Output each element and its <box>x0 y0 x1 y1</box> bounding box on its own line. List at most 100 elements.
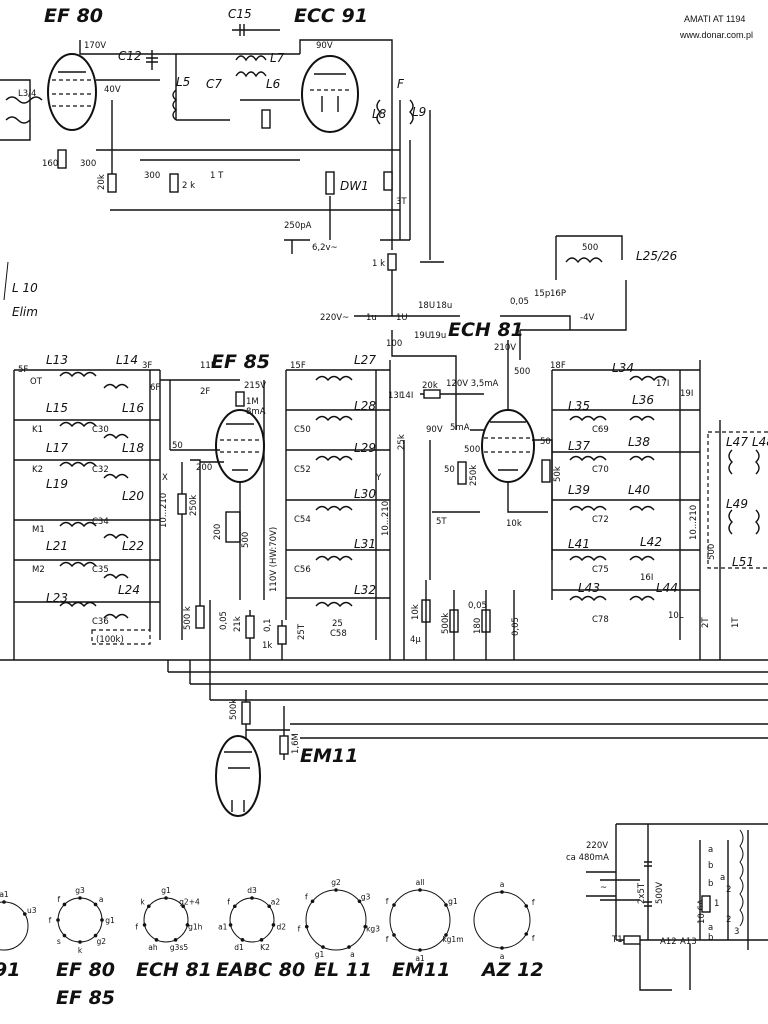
right-coils-secondary <box>629 375 667 602</box>
label-c70: C70 <box>592 465 609 475</box>
label-c500-osc: 500 <box>582 243 598 253</box>
ef80-grids <box>52 79 92 107</box>
base-pin <box>418 888 422 892</box>
base-pin <box>100 918 104 922</box>
base-pin <box>250 896 254 900</box>
label-r1k-top: 1 k <box>372 259 385 269</box>
label-c18u2: 18u <box>436 301 452 311</box>
base-pin-label: g2 <box>331 878 341 887</box>
ech81-electrodes <box>490 421 526 471</box>
base-label-ef85: EF 85 <box>56 987 115 1009</box>
right-coils-primary <box>569 415 607 602</box>
handwritten-elim: Elim <box>12 305 38 319</box>
label-l36: L36 <box>632 393 654 407</box>
label-r16m: 1,6M <box>291 733 301 754</box>
oscillator-coil-group: 500 0,05 15p 16P -4V <box>500 235 627 360</box>
base-pin <box>228 923 233 927</box>
mains-transformer-coil <box>739 829 744 927</box>
base-pin-label: f <box>298 924 301 933</box>
label-c35: C35 <box>92 565 109 575</box>
label-c58: C58 <box>330 629 347 639</box>
label-l14: L14 <box>116 353 138 367</box>
base-pin-label: g1 <box>448 897 458 906</box>
label-c30: C30 <box>92 425 109 435</box>
label-l22: L22 <box>122 539 144 553</box>
tap-label-8: 3 <box>734 927 739 937</box>
l9-wiring <box>399 100 431 260</box>
label-k2: K2 <box>32 465 43 475</box>
label-c005-a: 0,05 <box>219 611 229 630</box>
label-l51: L51 <box>732 555 754 569</box>
base-pin <box>185 923 190 927</box>
base-pin <box>78 940 82 944</box>
label-r2k: 2 k <box>182 181 195 191</box>
label-c500-b: 500 <box>241 532 251 548</box>
label-l29: L29 <box>354 441 376 455</box>
label-c18f: 18F <box>550 361 566 371</box>
label-c50-b: 50 <box>540 437 551 447</box>
label-r500k-c: 500k <box>229 699 239 720</box>
base-pin-label: k <box>78 946 83 955</box>
label-r25k: 25k <box>397 434 407 450</box>
base-pin-label: g3s5 <box>170 943 188 952</box>
base-pin <box>271 923 276 927</box>
label-r21k: 21k <box>233 616 243 632</box>
label-k1: K1 <box>32 425 43 435</box>
label-c50-c: 50 <box>444 465 455 475</box>
base-pin-label: f <box>386 897 389 906</box>
left-to-ef85-wiring <box>160 379 240 640</box>
left-row-wiring <box>36 369 160 603</box>
label-c16: 16I <box>640 573 653 583</box>
base-pin-label: a1 <box>0 890 9 899</box>
base-pin-label: k <box>140 897 145 906</box>
label-c2t: 2T <box>701 617 711 628</box>
label-l43: L43 <box>578 581 600 595</box>
label-r1k-b: 1k <box>262 641 272 651</box>
ech81-tube-envelope <box>481 409 535 483</box>
handwritten-l25-26: L25/26 <box>636 249 678 263</box>
tap-label-9: b <box>708 933 713 943</box>
tap-label-5: 1 <box>714 899 719 909</box>
base-pin-label: ah <box>148 943 158 952</box>
ech81-grids <box>484 437 532 453</box>
base-pin <box>347 945 351 949</box>
label-c78: C78 <box>592 615 609 625</box>
base-pin <box>392 903 396 907</box>
resistor-1k-top <box>387 253 397 271</box>
if-coils <box>728 449 760 535</box>
label-l24: L24 <box>118 583 140 597</box>
base-pin-label: f <box>386 935 389 944</box>
label-l8: L8 <box>372 107 387 121</box>
resistor-16m <box>279 735 289 755</box>
label-v215: 215V <box>244 381 266 391</box>
label-r20k-d: 20k <box>422 381 438 391</box>
label-c75: C75 <box>592 565 609 575</box>
base-pin-label: a1 <box>218 923 228 932</box>
if-transformer: L47 L48 L49 L51 <box>707 431 768 569</box>
top-rf-section: L3/4 170V 40V 160 300 C12 L5 C7 L6 C15 L… <box>0 7 444 316</box>
base-pin <box>142 923 147 927</box>
tap-label-0: a <box>708 845 713 855</box>
label-c7: C7 <box>206 77 222 91</box>
left-coils-primary <box>59 371 97 608</box>
l7-coil <box>235 55 267 62</box>
label-c52: C52 <box>294 465 311 475</box>
label-c250: 250pA <box>284 221 312 231</box>
label-c300: 300 <box>144 171 160 181</box>
base-pin <box>62 933 67 938</box>
label-c50-a: 50 <box>172 441 183 451</box>
ecc91-tube-envelope <box>301 55 359 133</box>
label-c25: 25 <box>332 619 343 629</box>
resistor-500k-a <box>195 605 205 629</box>
tube-title-ech81: ECH 81 <box>448 319 524 341</box>
label-c200-a: 200 <box>196 463 212 473</box>
base-pin-label: a <box>500 880 505 889</box>
base-pin <box>418 948 422 952</box>
base-pin <box>56 918 60 922</box>
label-ma1: 1M <box>246 397 259 407</box>
label-l31: L31 <box>354 537 376 551</box>
label-c32: C32 <box>92 465 109 475</box>
tube-title-ef85: EF 85 <box>211 351 270 373</box>
label-c19u: 19U <box>414 331 431 341</box>
label-c34: C34 <box>92 517 109 527</box>
